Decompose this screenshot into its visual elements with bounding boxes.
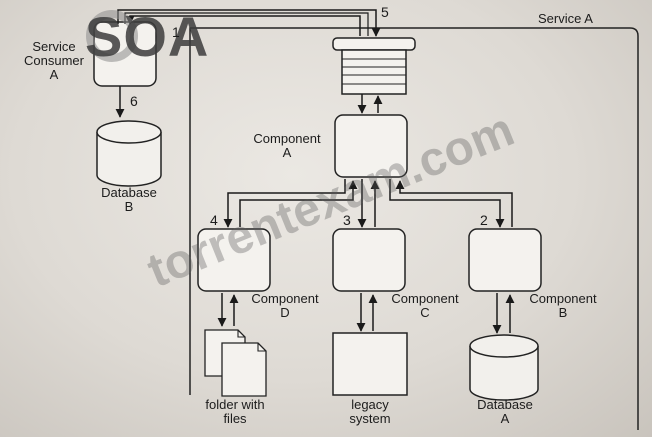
component-a-box bbox=[334, 114, 408, 178]
number-1: 1 bbox=[172, 24, 180, 40]
folder-label: folder with files bbox=[205, 397, 265, 426]
component-d-box bbox=[197, 228, 271, 292]
arrow-2 bbox=[389, 179, 505, 228]
legacy-label: legacy system bbox=[349, 397, 391, 426]
database-a-cylinder bbox=[469, 334, 539, 401]
arrow-4 bbox=[223, 179, 346, 228]
database-b-cylinder bbox=[96, 120, 162, 187]
number-4: 4 bbox=[210, 212, 218, 228]
database-b-label: Database B bbox=[101, 185, 157, 214]
number-3: 3 bbox=[343, 212, 351, 228]
soa-logo-text: SOA bbox=[85, 5, 210, 68]
service-a-boundary bbox=[189, 27, 639, 430]
legacy-system-box bbox=[332, 332, 408, 396]
folder-files-icon bbox=[204, 329, 267, 397]
service-consumer-label: Service Consumer A bbox=[24, 39, 84, 82]
component-a-label: Component A bbox=[253, 131, 321, 160]
component-b-label: Component B bbox=[529, 291, 597, 320]
component-c-label: Component C bbox=[391, 291, 459, 320]
component-b-box bbox=[468, 228, 542, 292]
service-a-label: Service A bbox=[538, 11, 593, 26]
number-6: 6 bbox=[130, 93, 138, 109]
component-c-box bbox=[332, 228, 406, 292]
database-a-label: Database A bbox=[477, 397, 533, 426]
number-2: 2 bbox=[480, 212, 488, 228]
component-d-label: Component D bbox=[251, 291, 319, 320]
service-contract bbox=[332, 37, 416, 95]
number-5: 5 bbox=[381, 4, 389, 20]
soa-logo-ring bbox=[86, 10, 138, 62]
